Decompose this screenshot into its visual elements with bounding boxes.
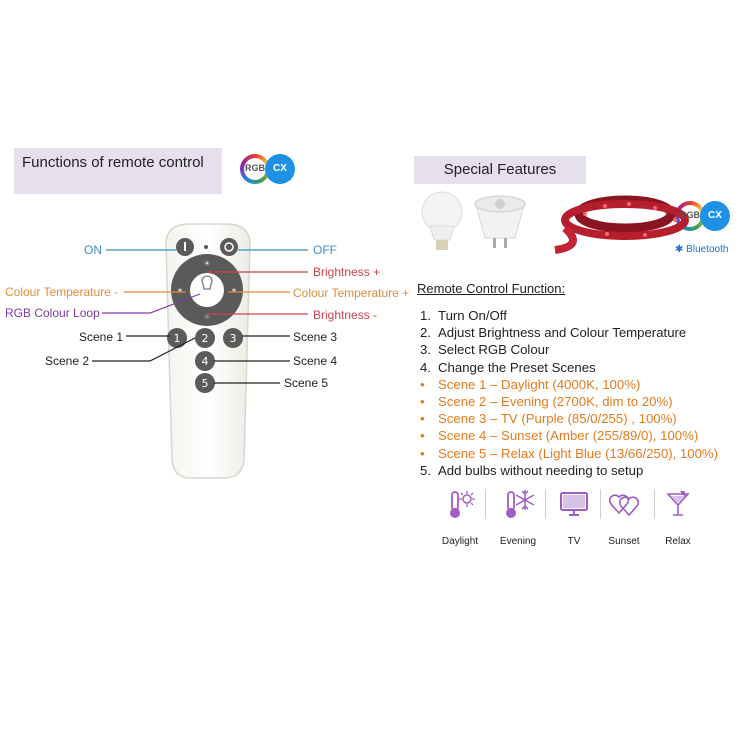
colour-temp-minus-label: Colour Temperature - [5,285,119,299]
function-list: 1.Turn On/Off 2.Adjust Brightness and Co… [420,307,718,479]
rgb-ring-icon: RGB [240,154,270,184]
right-section-title: Special Features [414,156,586,184]
scene-icon-label: Sunset [608,536,640,547]
thermometer-snowflake-icon [506,490,535,518]
brightness-minus-label: Brightness - [313,308,378,322]
divider [485,489,486,519]
scene-item: •Scene 3 – TV (Purple (85/0/255) , 100%) [420,411,677,427]
scene-icon-label: Relax [665,536,691,547]
scene-icon-sunset: Sunset [596,487,652,555]
cocktail-icon [666,490,690,516]
right-title-text: Special Features [443,161,557,178]
product-images [421,191,689,254]
scene-item: •Scene 5 – Relax (Light Blue (13/66/250)… [420,445,719,461]
brightness-plus-label: Brightness + [313,265,381,279]
function-item: 3.Select RGB Colour [420,342,550,358]
scene-2-line [92,337,196,362]
off-button[interactable] [220,238,238,256]
scene-5-label: Scene 5 [284,376,329,390]
left-title-text: Functions of remote control [22,154,204,171]
scene-icon-daylight: Daylight [432,487,488,555]
scene-1-button[interactable] [167,328,187,348]
svg-text:✶: ✶ [231,286,238,295]
scene-icon-tv: TV [546,487,602,555]
cx-badge: CX [700,201,730,231]
svg-text:1: 1 [174,332,181,345]
scene-3-label: Scene 3 [293,330,338,344]
rgb-cx-logo-left: RGB CX [240,154,298,186]
scene-2-button[interactable] [195,328,215,348]
function-item: 2.Adjust Brightness and Colour Temperatu… [420,325,687,341]
scene-icon-label: TV [567,536,581,547]
thermometer-sun-icon [450,491,475,518]
gu10-spotlight-icon [474,195,526,248]
svg-text:☼: ☼ [204,313,210,321]
svg-text:☀: ☀ [203,259,210,268]
scene-3-button[interactable] [223,328,243,348]
scene-5-button[interactable] [195,373,215,393]
rgb-loop-label: RGB Colour Loop [5,306,100,320]
divider [654,489,655,519]
divider [600,489,601,519]
scene-icon-relax: Relax [650,487,706,555]
scene-item: •Scene 4 – Sunset (Amber (255/89/0), 100… [420,428,699,444]
scene-item: •Scene 2 – Evening (2700K, dim to 20%) [420,394,673,410]
left-section-title: Functions of remote control [14,148,222,194]
scene-icons-row: Daylight Evening TV Sunset [432,487,712,555]
divider [545,489,546,519]
led-bulb-icon [421,191,463,250]
led-strip-icon [554,195,689,254]
remote-function-heading: Remote Control Function: [417,281,566,296]
colour-temp-plus-label: Colour Temperature + [293,286,410,300]
bluetooth-logo: ✱ Bluetooth [675,244,729,255]
scene-4-label: Scene 4 [293,354,338,368]
on-label: ON [84,243,102,257]
hearts-icon [608,494,640,517]
scene-4-button[interactable] [195,351,215,371]
function-item: 5.Add bulbs without needing to setup [420,462,644,478]
function-item: 4.Change the Preset Scenes [420,359,596,375]
svg-text:4: 4 [202,355,209,368]
scene-2-label: Scene 2 [45,354,90,368]
function-item: 1.Turn On/Off [420,308,507,323]
svg-text:2: 2 [202,332,209,345]
scene-icon-label: Daylight [441,536,479,547]
svg-text:3: 3 [230,332,237,345]
remote-diagram: ☀ ☼ ✶ ✶ 1 2 3 4 5 [92,223,308,479]
rgb-loop-button[interactable] [190,273,224,307]
rgb-loop-line [102,293,201,314]
scene-icon-label: Evening [499,536,537,547]
svg-text:✶: ✶ [177,286,184,295]
tv-icon [560,492,588,516]
off-label: OFF [313,243,337,257]
svg-text:5: 5 [202,377,209,390]
bluetooth-icon: ✱ [675,244,684,255]
scene-1-label: Scene 1 [79,330,124,344]
scene-icon-evening: Evening [490,487,546,555]
cx-badge: CX [265,154,295,184]
scene-item: •Scene 1 – Daylight (4000K, 100%) [420,376,641,392]
